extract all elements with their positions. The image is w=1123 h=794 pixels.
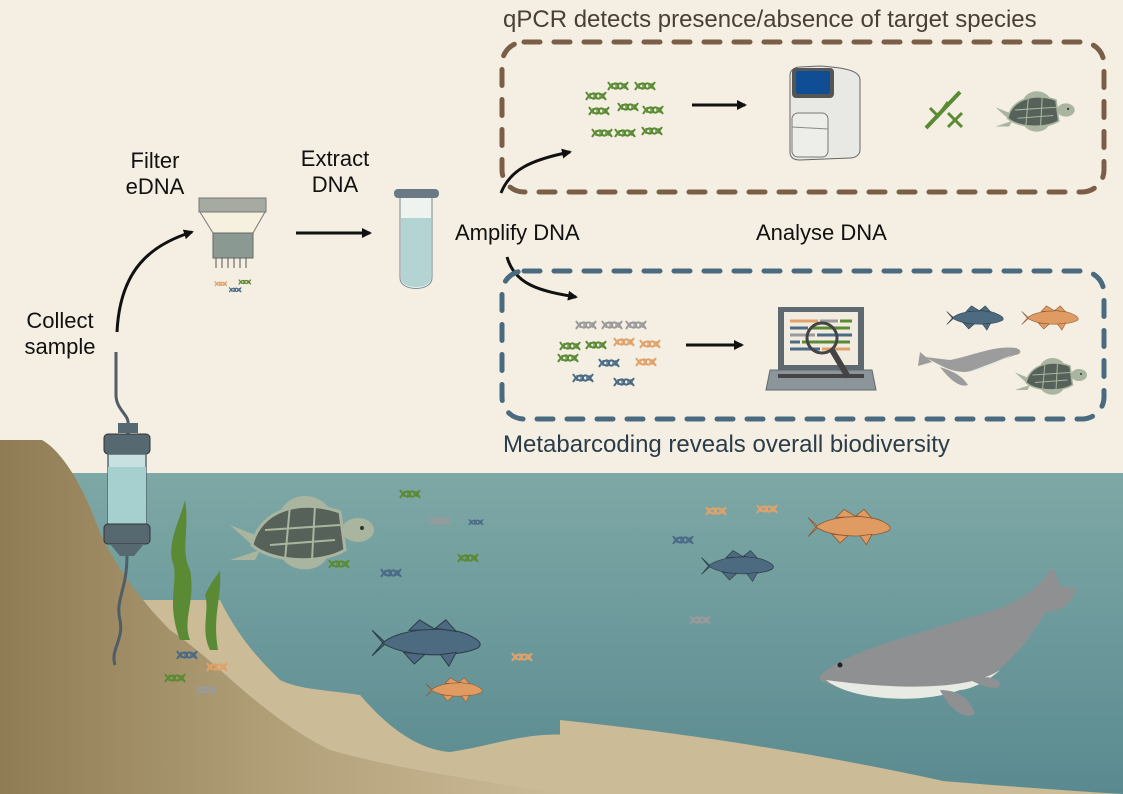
label-line: Extract: [300, 146, 370, 171]
detected-seal-icon: [918, 347, 1021, 386]
qpcr-machine-icon: [789, 65, 861, 161]
step-collect-label: Collect sample: [10, 308, 110, 360]
presence-absence-icon: [924, 90, 964, 130]
metabarcoding-box: [499, 268, 1107, 422]
label-line: sample: [24, 334, 96, 359]
metabarcoding-dna-cluster: [557, 320, 661, 387]
seaweed: [171, 500, 192, 640]
qpcr-box: [499, 39, 1107, 195]
slash-divider: [924, 90, 962, 130]
target-turtle-icon: [994, 90, 1076, 133]
seaweed: [205, 570, 221, 650]
step-amplify-label: Amplify DNA: [455, 220, 580, 245]
laptop-analysis-icon: [765, 307, 877, 391]
detected-orange-fish-icon: [1021, 305, 1079, 331]
detected-turtle-icon: [1014, 357, 1088, 396]
sample-tube-icon: [394, 189, 439, 289]
arrow-collect-to-filter: [115, 229, 194, 333]
filter-icon: [198, 197, 267, 293]
label-line: DNA: [311, 172, 359, 197]
step-extract-label: Extract DNA: [280, 146, 390, 198]
arrow-amplify-to-metabarcoding: [505, 256, 578, 301]
water-sampler-icon: [103, 352, 151, 666]
seabed-right: [560, 720, 1123, 794]
seal-icon: [820, 570, 1076, 716]
qpcr-caption: qPCR detects presence/absence of target …: [503, 6, 1037, 33]
arrow-amplify-to-qpcr: [499, 148, 572, 194]
shore-rock: [0, 440, 560, 794]
label-line: Collect: [26, 308, 94, 333]
label-line: eDNA: [125, 174, 185, 199]
detected-blue-fish-icon: [946, 305, 1004, 331]
label-line: Filter: [130, 148, 180, 173]
step-filter-label: Filter eDNA: [100, 148, 210, 200]
qpcr-dna-cluster: [585, 81, 664, 138]
metabarcoding-caption: Metabarcoding reveals overall biodiversi…: [503, 431, 950, 458]
step-analyse-label: Analyse DNA: [756, 220, 887, 245]
